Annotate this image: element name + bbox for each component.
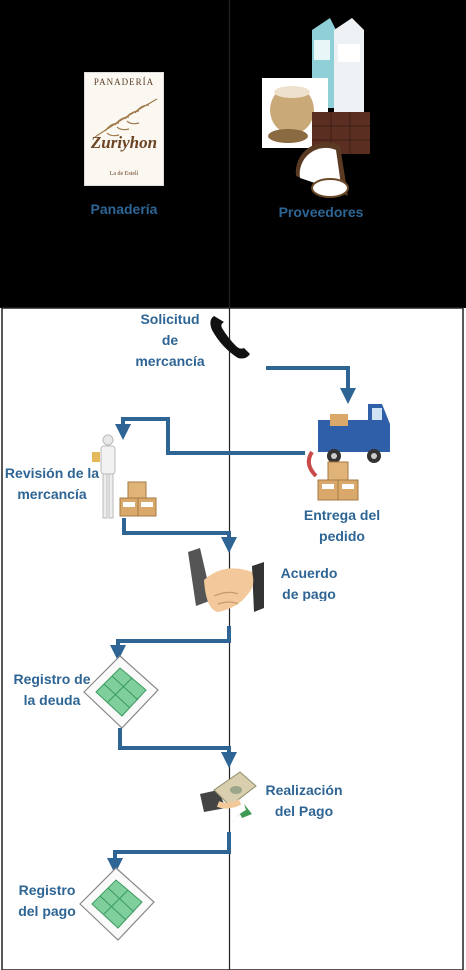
step-realizacion-label: Realización del Pago <box>265 782 343 819</box>
truck-icon <box>318 404 390 463</box>
return-arrow-icon <box>306 450 318 478</box>
bakery-logo: PANADERÍA Zuriyhon La de Estelí <box>84 72 164 186</box>
process-flow <box>107 366 356 874</box>
phone-icon <box>210 316 250 359</box>
logo-line-2: Zuriyhon <box>90 133 158 152</box>
logo-line-3: La de Estelí <box>109 171 139 177</box>
step-revision-label: Revisión de la mercancía <box>4 465 100 502</box>
step-solicitud-label: Solicitud de mercancía <box>135 311 205 369</box>
logo-line-1: PANADERÍA <box>93 77 155 87</box>
step-registro-pago-label: Registro del pago <box>18 882 76 919</box>
step-registro-deuda-label: Registro de la deuda <box>13 671 91 708</box>
inspector-icon <box>92 434 157 519</box>
step-acuerdo-label: Acuerdo de pago <box>280 565 338 601</box>
handshake-icon <box>188 548 264 612</box>
lane-title-proveedores: Proveedores <box>278 204 364 220</box>
boxes-icon <box>317 461 359 501</box>
diagram-body-border <box>1 307 464 970</box>
spreadsheet-icon-2 <box>79 867 155 941</box>
supplies-icon <box>262 18 370 198</box>
step-entrega-label: Entrega del pedido <box>303 507 381 544</box>
payment-icon <box>200 771 257 830</box>
lane-title-panaderia: Panadería <box>90 201 158 217</box>
wheat-icon <box>94 98 158 138</box>
spreadsheet-icon <box>83 655 159 729</box>
